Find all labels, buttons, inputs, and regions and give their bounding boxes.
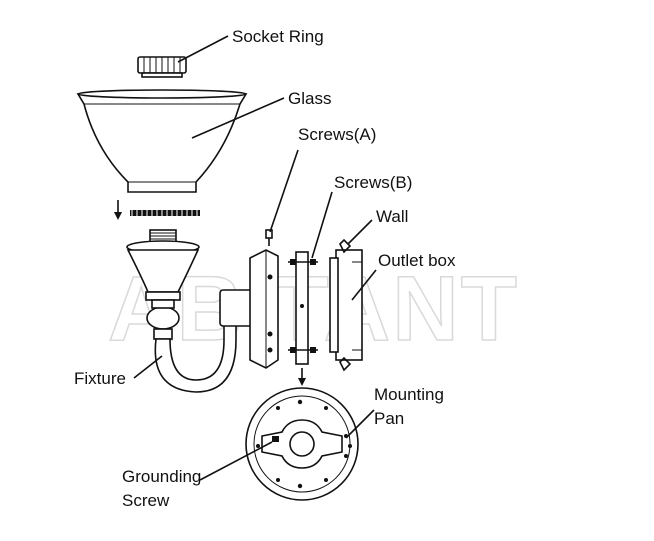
label-fixture: Fixture <box>74 369 126 388</box>
screw-a-icon <box>265 229 273 246</box>
label-screws-a: Screws(A) <box>298 125 376 144</box>
label-outlet-box: Outlet box <box>378 251 456 270</box>
label-socket-ring: Socket Ring <box>232 27 324 46</box>
outlet-box <box>329 249 363 361</box>
label-wall: Wall <box>376 207 408 226</box>
label-glass: Glass <box>288 89 331 108</box>
down-arrow-icon-2 <box>298 368 306 386</box>
glass-shade <box>76 89 248 193</box>
wall <box>339 238 352 372</box>
threaded-ring <box>130 210 200 216</box>
label-screw: Screw <box>122 491 170 510</box>
label-screws-b: Screws(B) <box>334 173 412 192</box>
mounting-strap <box>288 251 318 365</box>
label-grounding: Grounding <box>122 467 201 486</box>
down-arrow-icon <box>114 200 122 220</box>
leader-lines <box>133 35 377 481</box>
label-mounting: Mounting <box>374 385 444 404</box>
fixture-body <box>126 229 279 393</box>
socket-ring <box>137 56 187 78</box>
mounting-pan <box>245 387 359 501</box>
grounding-screw-icon <box>272 436 279 442</box>
label-pan: Pan <box>374 409 404 428</box>
